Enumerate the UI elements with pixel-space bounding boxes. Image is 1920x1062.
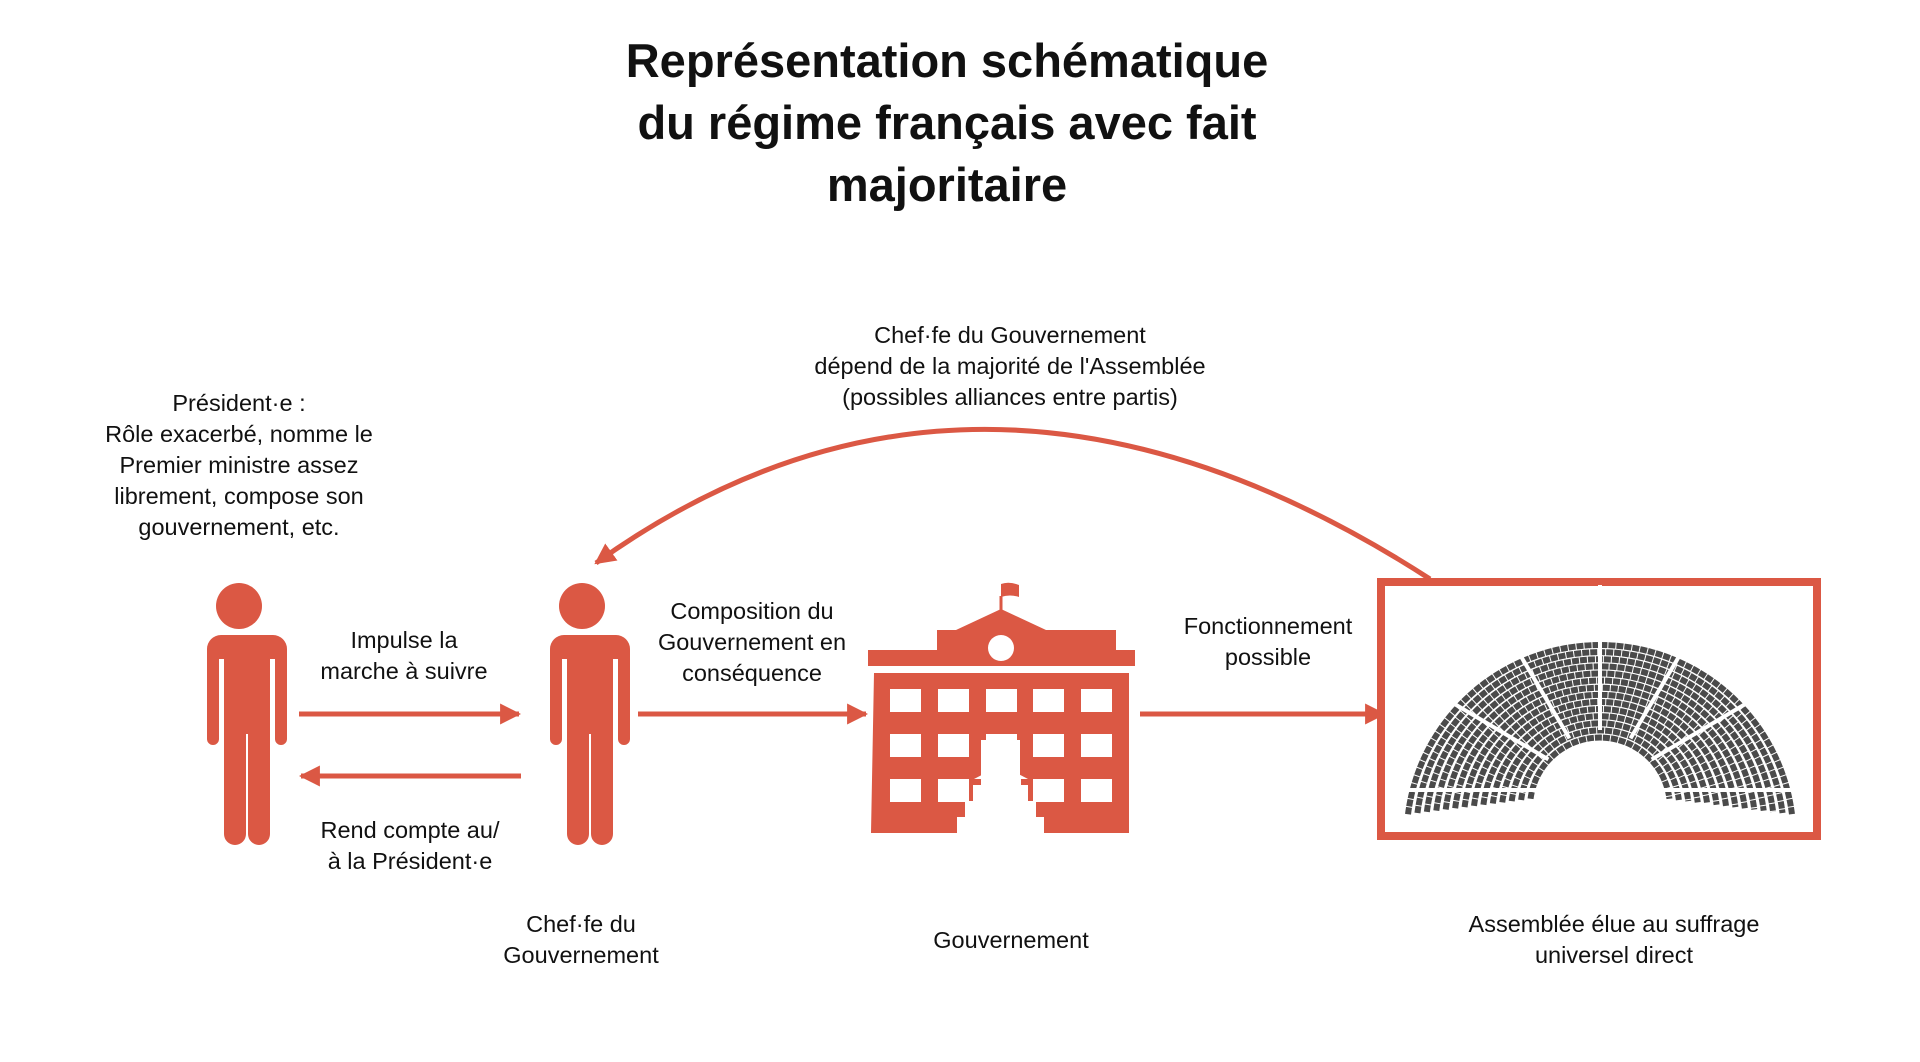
label-line: possible <box>1224 644 1312 670</box>
label-line: Rôle exacerbé, nomme le <box>105 421 373 447</box>
label-line: universel direct <box>1534 942 1694 968</box>
assembly-hemicycle-icon <box>1385 585 1813 828</box>
label-line: Gouvernement en <box>657 629 847 655</box>
label-line: Chef·fe du Gouvernement <box>874 322 1146 348</box>
title-line: majoritaire <box>826 158 1068 211</box>
head-of-government-person-icon <box>548 583 630 845</box>
government-building-icon <box>868 582 1135 833</box>
assembly-label: Assemblée élue au suffrage universel dir… <box>1469 909 1760 971</box>
label-line: Premier ministre assez <box>119 452 359 478</box>
label-line: Fonctionnement <box>1183 613 1353 639</box>
aisle <box>1422 683 1550 762</box>
label-line: Composition du <box>670 598 834 624</box>
government-label: Gouvernement <box>933 925 1088 956</box>
report-label: Rend compte au/ à la Président·e <box>321 815 500 877</box>
title-line: Représentation schématique <box>625 34 1269 87</box>
majority-dependence-arrow <box>594 426 1432 582</box>
diagram-title: Représentation schématique du régime fra… <box>460 30 1434 216</box>
label-line: conséquence <box>682 660 822 686</box>
seat-row <box>1405 642 1795 815</box>
aisle <box>1650 683 1778 762</box>
label-line: Assemblée élue au suffrage <box>1468 911 1760 937</box>
composition-label: Composition du Gouvernement en conséquen… <box>658 596 846 689</box>
label-line: Président·e : <box>172 390 306 416</box>
label-line: Gouvernement <box>933 927 1089 953</box>
label-line: Gouvernement <box>503 942 659 968</box>
aisle <box>1493 612 1572 740</box>
hemicycle-base <box>1385 818 1813 828</box>
label-line: Chef·fe du <box>526 911 636 937</box>
label-line: marche à suivre <box>320 658 488 684</box>
label-line: Impulse la <box>350 627 458 653</box>
president-role-label: Président·e : Rôle exacerbé, nomme le Pr… <box>105 388 373 543</box>
title-line: du régime français avec fait <box>637 96 1257 149</box>
label-line: Rend compte au/ <box>320 817 500 843</box>
label-line: (possibles alliances entre partis) <box>842 384 1178 410</box>
label-line: à la Président·e <box>327 848 493 874</box>
label-line: gouvernement, etc. <box>138 514 340 540</box>
majority-dependence-label: Chef·fe du Gouvernement dépend de la maj… <box>814 320 1205 413</box>
label-line: dépend de la majorité de l'Assemblée <box>814 353 1206 379</box>
head-of-government-label: Chef·fe du Gouvernement <box>503 909 658 971</box>
aisle <box>1628 612 1707 740</box>
seat-row <box>1527 734 1673 800</box>
seat-row <box>1518 727 1682 801</box>
label-line: librement, compose son <box>114 483 364 509</box>
impulse-label: Impulse la marche à suivre <box>320 625 487 687</box>
functioning-label: Fonctionnement possible <box>1184 611 1353 673</box>
president-person-icon <box>205 583 287 845</box>
